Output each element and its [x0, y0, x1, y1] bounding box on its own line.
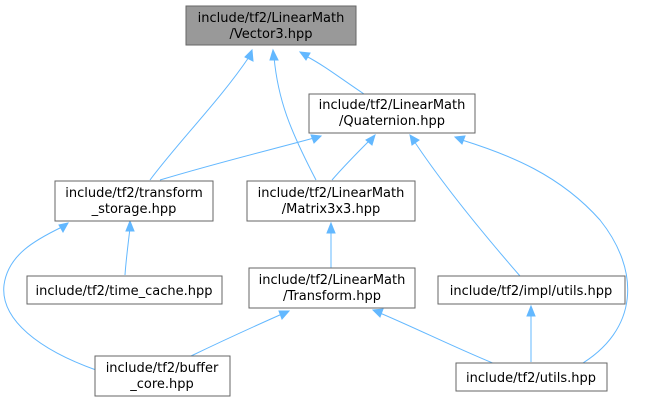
node-label: include/tf2/LinearMath [319, 98, 466, 113]
node-label: include/tf2/transform [65, 186, 203, 201]
arrowhead [58, 222, 69, 234]
node-label: _core.hpp [129, 377, 194, 392]
edge-impl-utils-to-quaternion [413, 140, 521, 277]
node-label: include/tf2/LinearMath [258, 186, 405, 201]
arrowhead [244, 48, 254, 62]
edge-matrix3x3-to-quaternion [331, 139, 371, 181]
arrowhead [269, 48, 279, 61]
arrowhead [409, 134, 420, 146]
node-label: /Vector3.hpp [230, 27, 313, 42]
node-impl-utils-hpp[interactable]: include/tf2/impl/utils.hpp [437, 275, 626, 305]
node-transform-storage-hpp[interactable]: include/tf2/transform _storage.hpp [54, 180, 214, 222]
node-layer: include/tf2/LinearMath /Vector3.hpp incl… [26, 5, 626, 397]
arrowhead [310, 134, 323, 144]
node-utils-hpp[interactable]: include/tf2/utils.hpp [455, 362, 608, 392]
node-label: include/tf2/LinearMath [259, 273, 406, 288]
arrowhead [371, 308, 384, 318]
node-label: include/tf2/utils.hpp [466, 371, 596, 386]
arrowhead [365, 133, 376, 146]
node-label: _storage.hpp [91, 202, 177, 217]
edge-buffer-core-to-transform [190, 313, 283, 357]
arrowhead [526, 304, 536, 317]
edge-quaternion-to-vector3 [305, 55, 365, 95]
arrowhead [453, 135, 466, 145]
node-matrix3x3-hpp[interactable]: include/tf2/LinearMath /Matrix3x3.hpp [246, 180, 416, 222]
arrowhead [125, 219, 135, 232]
edge-utils-to-quaternion [461, 139, 629, 367]
arrowhead [326, 221, 336, 234]
node-time-cache-hpp[interactable]: include/tf2/time_cache.hpp [26, 275, 223, 305]
arrowhead [298, 51, 311, 61]
edge-time-cache-to-transform-storage [124, 227, 131, 276]
edge-layer [3, 48, 629, 371]
edge-matrix3x3-to-vector3 [273, 56, 317, 181]
node-label: /Quaternion.hpp [339, 114, 445, 129]
node-buffer-core-hpp[interactable]: include/tf2/buffer _core.hpp [94, 355, 231, 397]
node-label: include/tf2/time_cache.hpp [35, 284, 212, 299]
node-label: include/tf2/buffer [106, 361, 219, 376]
node-label: /Matrix3x3.hpp [282, 202, 380, 217]
node-label: include/tf2/LinearMath [198, 11, 345, 26]
node-quaternion-hpp[interactable]: include/tf2/LinearMath /Quaternion.hpp [308, 93, 476, 134]
edge-utils-to-transform [379, 312, 501, 367]
edge-transform-storage-to-vector3 [149, 56, 250, 181]
edge-transform-storage-to-quaternion [159, 137, 315, 181]
node-label: /Transform.hpp [283, 289, 381, 304]
arrowhead [278, 310, 291, 320]
node-label: include/tf2/impl/utils.hpp [450, 284, 613, 299]
node-vector3-hpp[interactable]: include/tf2/LinearMath /Vector3.hpp [185, 5, 357, 46]
node-transform-hpp[interactable]: include/tf2/LinearMath /Transform.hpp [248, 267, 416, 309]
edge-buffer-core-to-transform-storage [3, 226, 97, 371]
